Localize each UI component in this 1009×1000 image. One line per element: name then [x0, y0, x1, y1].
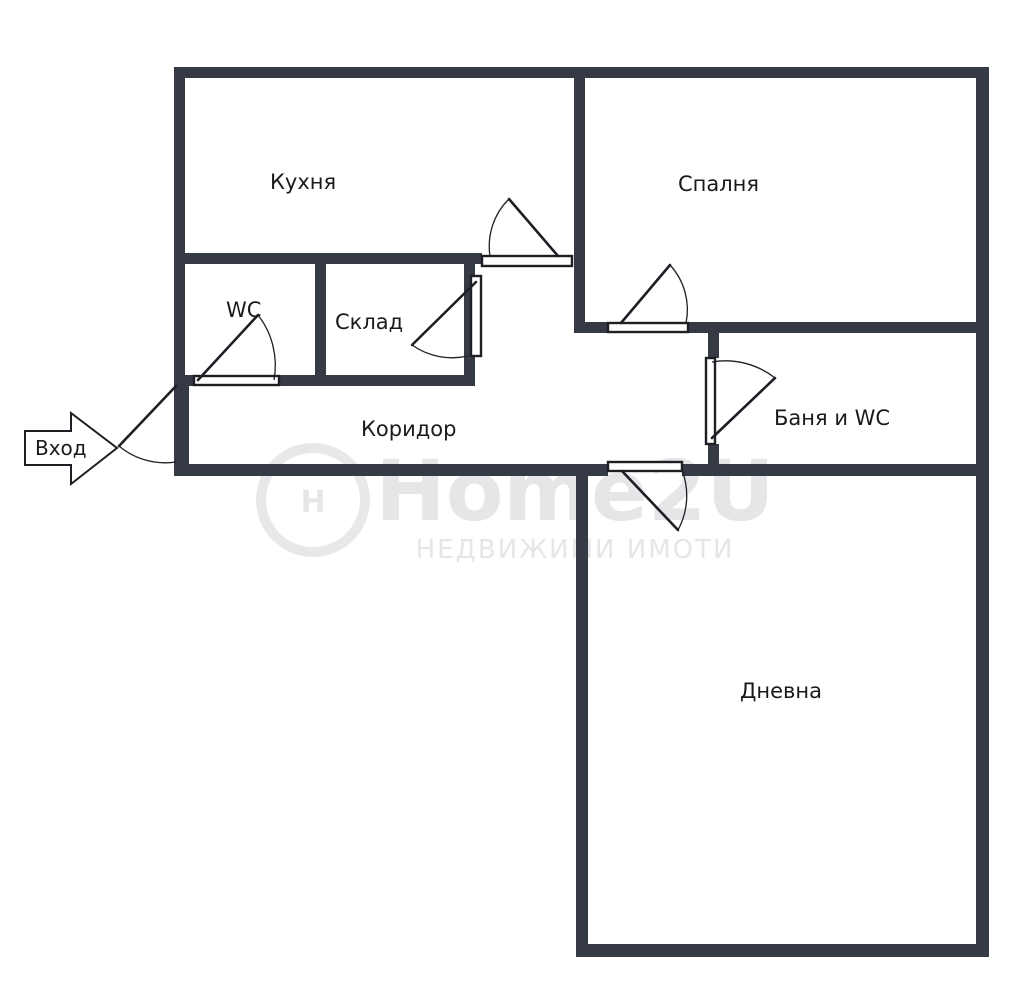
wall-wc-bottom-left	[174, 375, 194, 386]
door-kitchen-icon	[480, 197, 574, 268]
wall-storage-bottom	[326, 375, 475, 386]
wall-kitchen-bottom	[174, 253, 482, 264]
room-label-living: Дневна	[740, 679, 822, 703]
watermark: H Home2U НЕДВИЖИМИ ИМОТИ	[256, 442, 775, 565]
wall-living-left	[576, 465, 588, 957]
wall-kitchen-bedroom	[574, 67, 585, 332]
door-entry-icon	[117, 384, 178, 464]
wall-storage-right	[464, 260, 475, 386]
door-living-icon	[606, 460, 688, 532]
wall-outer-left-upper	[174, 67, 185, 384]
svg-text:H: H	[300, 485, 325, 520]
wall-wc-storage-divider	[315, 260, 326, 384]
watermark-tagline: НЕДВИЖИМИ ИМОТИ	[416, 535, 735, 565]
door-storage-icon	[410, 274, 483, 359]
entry-arrow-icon	[24, 410, 119, 487]
wall-living-top	[682, 464, 989, 476]
room-label-corridor: Коридор	[361, 417, 456, 441]
room-label-bedroom: Спалня	[678, 172, 759, 196]
room-label-storage: Склад	[335, 310, 403, 334]
wall-outer-bottom	[576, 944, 989, 957]
wall-bedroom-bottom-left	[574, 322, 609, 333]
wall-bathroom-left-lower	[708, 444, 719, 476]
doors	[117, 197, 777, 532]
wall-bedroom-bottom-right	[686, 322, 989, 333]
wall-wc-bottom-right	[275, 375, 326, 386]
wall-bathroom-left-upper	[708, 322, 719, 358]
door-bedroom-icon	[606, 263, 690, 334]
walls	[174, 67, 989, 957]
room-label-kitchen: Кухня	[270, 170, 336, 194]
door-wc-icon	[192, 313, 281, 387]
door-bathroom-icon	[704, 356, 777, 446]
room-label-wc: WC	[226, 298, 261, 322]
room-label-bathroom: Баня и WC	[774, 406, 890, 430]
wall-outer-right	[976, 67, 989, 957]
entry-label: Вход	[35, 436, 87, 460]
wall-corridor-bottom	[174, 464, 608, 476]
watermark-logo-icon: H	[256, 443, 370, 557]
wall-entry-jamb	[174, 384, 189, 476]
